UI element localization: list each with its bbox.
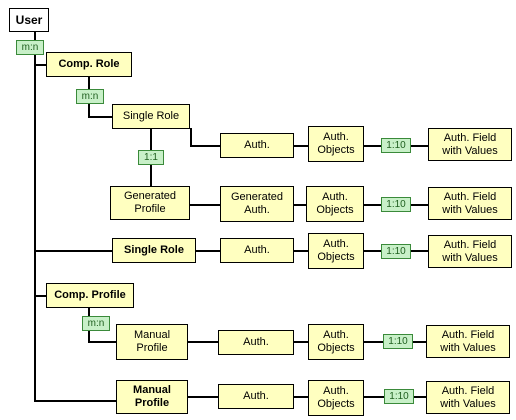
connector-line — [294, 396, 308, 398]
connector-line — [34, 64, 48, 66]
node-auth-field-r2: Auth. Field with Values — [428, 187, 512, 220]
connector-line — [190, 204, 220, 206]
node-generated-auth: Generated Auth. — [220, 186, 294, 222]
connector-line — [34, 31, 36, 401]
node-auth-objects-r3: Auth. Objects — [308, 233, 364, 269]
node-auth-objects-r1: Auth. Objects — [308, 126, 364, 162]
connector-line — [190, 145, 220, 147]
node-comp-profile: Comp. Profile — [46, 283, 134, 308]
connector-line — [294, 204, 306, 206]
ratio-badge-r1: 1:10 — [381, 138, 411, 153]
connector-line — [196, 250, 220, 252]
node-single-role: Single Role — [112, 238, 196, 263]
node-comp-role: Comp. Role — [46, 52, 132, 77]
node-auth-field-r4: Auth. Field with Values — [426, 325, 510, 358]
connector-line — [88, 116, 112, 118]
node-manual-profile-nested: Manual Profile — [116, 324, 188, 360]
node-auth-field-r3: Auth. Field with Values — [428, 235, 512, 268]
node-auth-objects-r2: Auth. Objects — [306, 186, 364, 222]
node-auth-objects-r5: Auth. Objects — [308, 380, 364, 416]
ratio-badge-r3: 1:10 — [381, 244, 411, 259]
cardinality-badge-user: m:n — [16, 40, 44, 55]
connector-line — [88, 341, 116, 343]
connector-line — [294, 341, 308, 343]
node-user: User — [9, 8, 49, 32]
ratio-badge-r2: 1:10 — [381, 197, 411, 212]
connector-line — [294, 250, 308, 252]
node-generated-profile: Generated Profile — [110, 186, 190, 220]
connector-line — [34, 400, 116, 402]
cardinality-badge-comp-role: m:n — [76, 89, 104, 104]
ratio-badge-r4: 1:10 — [383, 334, 413, 349]
cardinality-badge-one-to-one: 1:1 — [138, 150, 164, 165]
connector-line — [34, 250, 112, 252]
node-manual-profile: Manual Profile — [116, 380, 188, 414]
ratio-badge-r5: 1:10 — [384, 389, 414, 404]
connector-line — [34, 295, 46, 297]
node-single-role-nested: Single Role — [112, 104, 190, 129]
connector-line — [188, 396, 218, 398]
connector-line — [190, 128, 192, 146]
node-auth-field-r5: Auth. Field with Values — [426, 381, 510, 414]
connector-line — [294, 145, 308, 147]
node-auth-r3: Auth. — [220, 238, 294, 263]
connector-line — [188, 341, 218, 343]
node-auth-objects-r4: Auth. Objects — [308, 324, 364, 360]
node-auth-r1: Auth. — [220, 133, 294, 158]
node-auth-r4: Auth. — [218, 330, 294, 355]
cardinality-badge-comp-profile: m:n — [82, 316, 110, 331]
node-auth-r5: Auth. — [218, 384, 294, 409]
node-auth-field-r1: Auth. Field with Values — [428, 128, 512, 161]
